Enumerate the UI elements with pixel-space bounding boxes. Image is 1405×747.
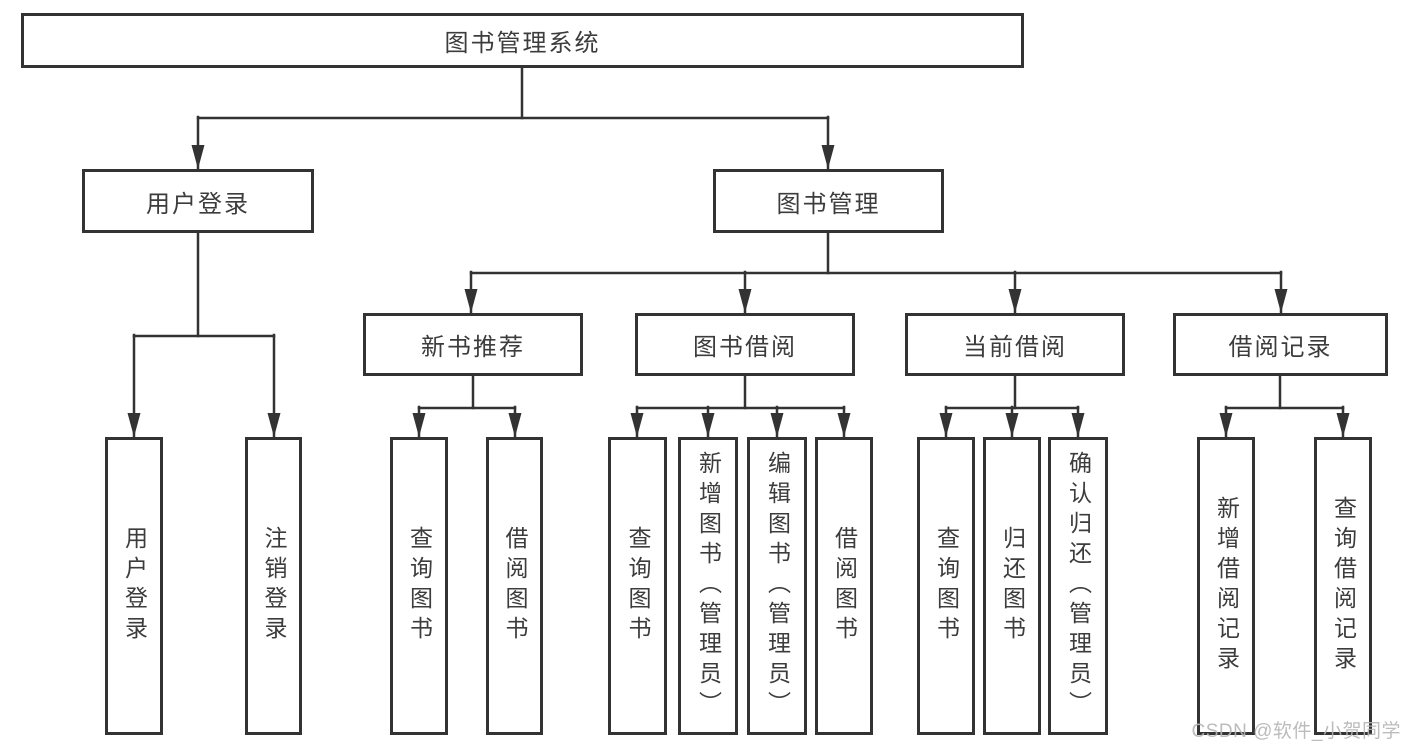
leaf-current-query-books: 查询图书 — [917, 437, 975, 735]
node-user-login: 用户登录 — [82, 169, 314, 233]
leaf-confirm-return-admin: 确认归还（管理员） — [1048, 437, 1108, 735]
leaf-return-books-label: 归还图书 — [999, 526, 1026, 646]
csdn-watermark: CSDN @软件_小贺同学 — [1191, 721, 1401, 742]
node-borrowing-records: 借阅记录 — [1173, 313, 1388, 376]
node-book-borrowing-label: 图书借阅 — [693, 334, 797, 361]
leaf-borrowing-borrow-books: 借阅图书 — [815, 437, 873, 735]
leaf-recommend-query-books: 查询图书 — [390, 437, 448, 735]
leaf-borrowing-query-books-label: 查询图书 — [625, 526, 651, 646]
node-new-book-recommend: 新书推荐 — [363, 313, 583, 376]
leaf-user-login-label: 用户登录 — [121, 526, 148, 646]
leaf-return-books: 归还图书 — [983, 437, 1041, 735]
leaf-recommend-borrow-books-label: 借阅图书 — [502, 526, 528, 646]
leaf-confirm-return-admin-label: 确认归还（管理员） — [1065, 451, 1092, 721]
leaf-query-borrow-record: 查询借阅记录 — [1314, 437, 1372, 735]
leaf-user-login: 用户登录 — [105, 437, 163, 735]
leaf-edit-books-admin: 编辑图书（管理员） — [747, 437, 807, 735]
leaf-add-borrow-record: 新增借阅记录 — [1197, 437, 1255, 735]
node-new-book-recommend-label: 新书推荐 — [421, 334, 525, 361]
node-book-management: 图书管理 — [713, 169, 944, 233]
leaf-recommend-query-books-label: 查询图书 — [406, 526, 433, 646]
node-current-borrowing: 当前借阅 — [905, 313, 1125, 376]
node-current-borrowing-label: 当前借阅 — [963, 334, 1067, 361]
leaf-add-books-admin-label: 新增图书（管理员） — [695, 451, 722, 721]
leaf-edit-books-admin-label: 编辑图书（管理员） — [764, 451, 791, 721]
leaf-add-borrow-record-label: 新增借阅记录 — [1213, 496, 1240, 676]
leaf-borrowing-borrow-books-label: 借阅图书 — [831, 526, 858, 646]
node-library-system: 图书管理系统 — [21, 13, 1024, 68]
leaf-logout-label: 注销登录 — [261, 526, 287, 646]
leaf-add-books-admin: 新增图书（管理员） — [678, 437, 738, 735]
node-library-system-label: 图书管理系统 — [444, 30, 601, 57]
node-borrowing-records-label: 借阅记录 — [1228, 334, 1333, 361]
leaf-recommend-borrow-books: 借阅图书 — [486, 437, 543, 735]
node-book-borrowing: 图书借阅 — [635, 313, 855, 376]
leaf-query-borrow-record-label: 查询借阅记录 — [1330, 496, 1357, 676]
node-book-management-label: 图书管理 — [776, 190, 881, 218]
leaf-borrowing-query-books: 查询图书 — [608, 437, 667, 735]
leaf-current-query-books-label: 查询图书 — [933, 526, 960, 646]
leaf-logout: 注销登录 — [245, 437, 302, 735]
node-user-login-label: 用户登录 — [146, 190, 250, 218]
